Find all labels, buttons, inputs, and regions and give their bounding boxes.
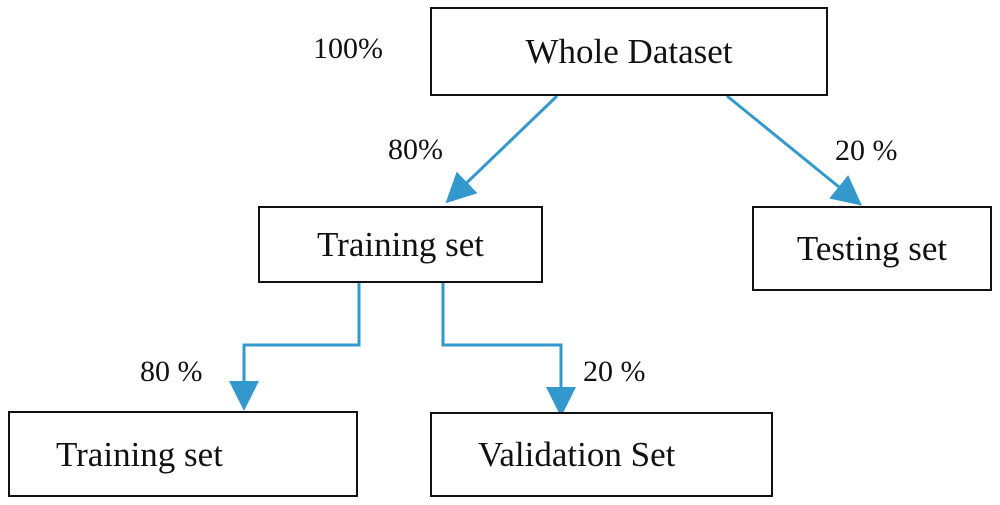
training-set-label: Training set (317, 225, 484, 264)
training-subset-percent-label: 80 % (140, 355, 203, 388)
testing-set-label: Testing set (796, 229, 948, 268)
testing-percent-label: 20 % (835, 134, 898, 167)
training-percent-label: 80% (388, 133, 443, 166)
validation-set-node: Validation Set (430, 412, 773, 497)
validation-percent-label: 20 % (583, 355, 646, 388)
training-subset-label: Training set (56, 434, 223, 474)
arrow-whole-to-training (445, 94, 559, 204)
testing-set-node: Testing set (752, 206, 992, 291)
arrow-training-to-training-subset (229, 283, 361, 411)
arrow-training-to-validation (441, 283, 576, 417)
validation-set-label: Validation Set (478, 435, 676, 474)
training-subset-node: Training set (8, 411, 358, 497)
whole-dataset-node: Whole Dataset (430, 7, 828, 96)
whole-dataset-label: Whole Dataset (525, 32, 733, 71)
arrow-whole-to-testing (726, 94, 862, 206)
whole-percent-label: 100% (313, 32, 383, 65)
training-set-node: Training set (258, 206, 543, 283)
